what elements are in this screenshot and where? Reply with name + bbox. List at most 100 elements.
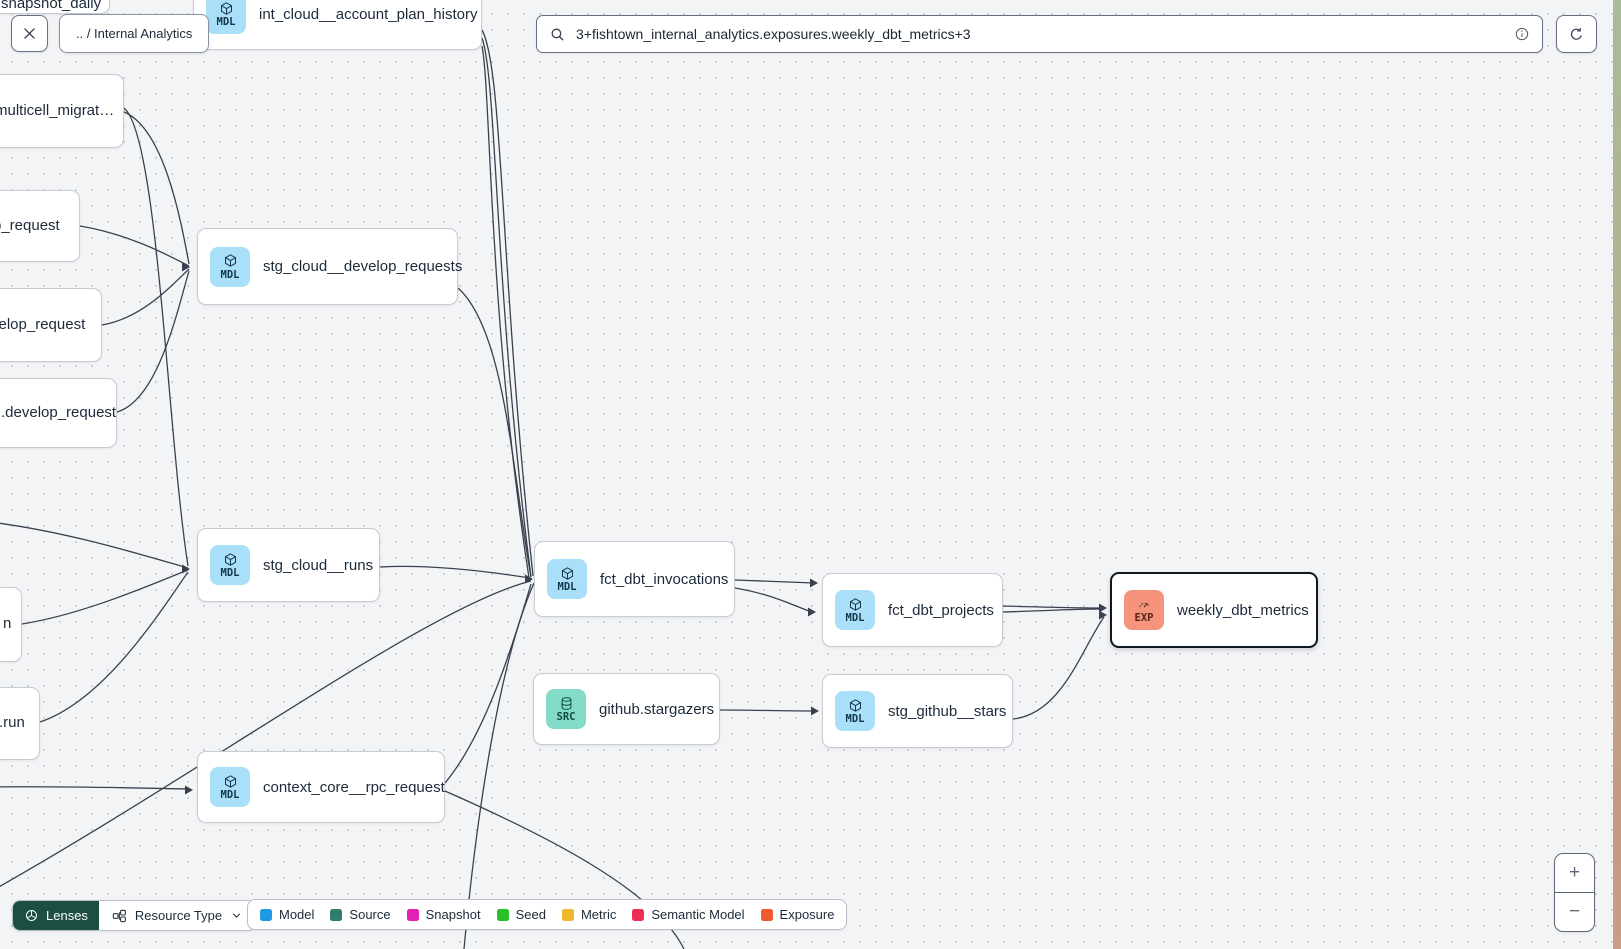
legend-color-chip	[632, 908, 645, 921]
badge-label: MDL	[220, 567, 240, 580]
exposure-badge: EXP	[1124, 590, 1164, 630]
edge-offscreen-to-context_core__rpc_request	[0, 786, 191, 790]
graph-node-p_request[interactable]: p_request	[0, 190, 80, 262]
legend-item-seed: Seed	[496, 907, 546, 922]
edge-n_node-to-stg_cloud__runs	[21, 569, 189, 625]
edge-context_core__rpc_request-to-fct_dbt_invocations	[444, 583, 532, 784]
graph-node-velop_request[interactable]: velop_request	[0, 288, 102, 362]
desktop-edge-strip	[1613, 0, 1621, 949]
search-bar[interactable]	[536, 15, 1543, 53]
graph-node-github.stargazers[interactable]: SRC github.stargazers	[533, 673, 720, 745]
model-icon	[223, 253, 238, 269]
exposure-icon	[1137, 596, 1152, 612]
breadcrumb-label: .. / Internal Analytics	[76, 26, 193, 41]
node-title: snapshot_daily	[1, 0, 102, 12]
graph-node-multicell_migrat[interactable]: multicell_migrat…	[0, 74, 124, 148]
graph-node-stg_github__stars[interactable]: MDL stg_github__stars	[822, 674, 1013, 748]
model-badge: MDL	[547, 559, 587, 599]
legend-label: Seed	[515, 907, 546, 922]
legend-color-chip	[330, 908, 343, 921]
legend-item-semantic-model: Semantic Model	[632, 907, 745, 922]
legend-label: Model	[279, 907, 315, 922]
resource-type-legend: Model Source Snapshot Seed Metric Semantic Mo…	[247, 899, 848, 930]
model-icon	[219, 0, 234, 16]
graph-node-fct_dbt_invocations[interactable]: MDL fct_dbt_invocations	[534, 541, 735, 617]
model-badge: MDL	[835, 590, 875, 630]
graph-node-snapshot_daily[interactable]: snapshot_daily	[0, 0, 110, 14]
zoom-out-button[interactable]: −	[1568, 901, 1581, 922]
badge-label: MDL	[845, 713, 865, 726]
legend-item-source: Source	[330, 907, 391, 922]
edge-multicell_migrat-to-stg_cloud__runs	[123, 107, 189, 567]
badge-label: MDL	[557, 581, 577, 594]
close-icon	[21, 25, 38, 42]
legend-label: Snapshot	[425, 907, 481, 922]
resource-type-label: Resource Type	[134, 908, 223, 923]
zoom-controls: + −	[1554, 853, 1595, 932]
edge-offscreen-to-fct_dbt_invocations	[0, 580, 532, 887]
node-title: .develop_request	[1, 404, 117, 421]
edge-run_node-to-stg_cloud__runs	[39, 571, 189, 723]
legend-label: Semantic Model	[651, 907, 745, 922]
legend-color-chip	[496, 908, 509, 921]
source-badge: SRC	[546, 689, 586, 729]
edge-int_cloud__account_plan_history-to-fct_dbt_invocations	[481, 29, 534, 577]
lenses-toolbar: Lenses Resource Type	[12, 900, 257, 931]
node-title: fct_dbt_invocations	[600, 570, 729, 588]
lenses-button[interactable]: Lenses	[13, 901, 99, 930]
resource-type-dropdown[interactable]: Resource Type	[98, 901, 256, 930]
edge-stg_cloud__develop_requests-to-fct_dbt_invocations	[457, 287, 532, 578]
node-title: .run	[0, 714, 25, 731]
legend-color-chip	[406, 908, 419, 921]
node-title: velop_request	[0, 316, 86, 333]
node-title: context_core__rpc_request	[263, 778, 445, 796]
graph-node-stg_cloud__runs[interactable]: MDL stg_cloud__runs	[197, 528, 380, 602]
edge-arrowhead	[811, 706, 819, 716]
edge-p_request-to-stg_cloud__develop_requests	[79, 225, 190, 267]
chevron-down-icon	[230, 909, 243, 922]
node-title: stg_github__stars	[888, 702, 1007, 720]
edge-fct_dbt_invocations-to-offscreen	[463, 582, 535, 949]
graph-node-n_node[interactable]: n	[0, 587, 22, 662]
model-icon	[223, 551, 238, 567]
node-title: multicell_migrat…	[0, 102, 115, 119]
graph-node-int_cloud__account_plan_history[interactable]: MDL int_cloud__account_plan_history	[193, 0, 482, 50]
edge-develop_request-to-stg_cloud__develop_requests	[116, 270, 190, 413]
legend-label: Source	[349, 907, 391, 922]
graph-node-develop_request[interactable]: .develop_request	[0, 378, 117, 448]
node-title: int_cloud__account_plan_history	[259, 5, 478, 23]
edge-arrowhead	[1099, 610, 1107, 620]
refresh-button[interactable]	[1556, 15, 1597, 53]
graph-node-run_node[interactable]: .run	[0, 687, 40, 760]
edge-int_cloud__account_plan_history-to-fct_dbt_invocations	[481, 45, 530, 579]
resource-type-icon	[111, 908, 127, 924]
breadcrumb[interactable]: .. / Internal Analytics	[59, 14, 210, 53]
node-title: github.stargazers	[599, 700, 715, 718]
edge-stg_github__stars-to-weekly_dbt_metrics	[1012, 616, 1105, 720]
edge-github.stargazers-to-stg_github__stars	[719, 709, 816, 712]
edge-arrowhead	[182, 262, 190, 272]
close-button[interactable]	[11, 15, 48, 52]
badge-label: MDL	[845, 612, 865, 625]
node-title: stg_cloud__runs	[263, 556, 374, 574]
info-icon[interactable]	[1514, 26, 1530, 42]
model-badge: MDL	[210, 545, 250, 585]
model-icon	[223, 773, 238, 789]
model-badge: MDL	[206, 0, 246, 34]
edge-velop_request-to-stg_cloud__develop_requests	[101, 268, 190, 326]
search-input[interactable]	[576, 26, 1504, 42]
model-icon	[560, 565, 575, 581]
legend-item-snapshot: Snapshot	[406, 907, 481, 922]
edge-fct_dbt_invocations-to-fct_dbt_projects	[734, 587, 813, 613]
zoom-in-button[interactable]: +	[1555, 854, 1594, 893]
edge-arrowhead	[185, 785, 193, 795]
legend-color-chip	[760, 908, 773, 921]
badge-label: MDL	[220, 268, 240, 281]
graph-node-stg_cloud__develop_requests[interactable]: MDL stg_cloud__develop_requests	[197, 228, 462, 305]
node-title: stg_cloud__develop_requests	[263, 258, 463, 275]
legend-item-metric: Metric	[561, 907, 616, 922]
